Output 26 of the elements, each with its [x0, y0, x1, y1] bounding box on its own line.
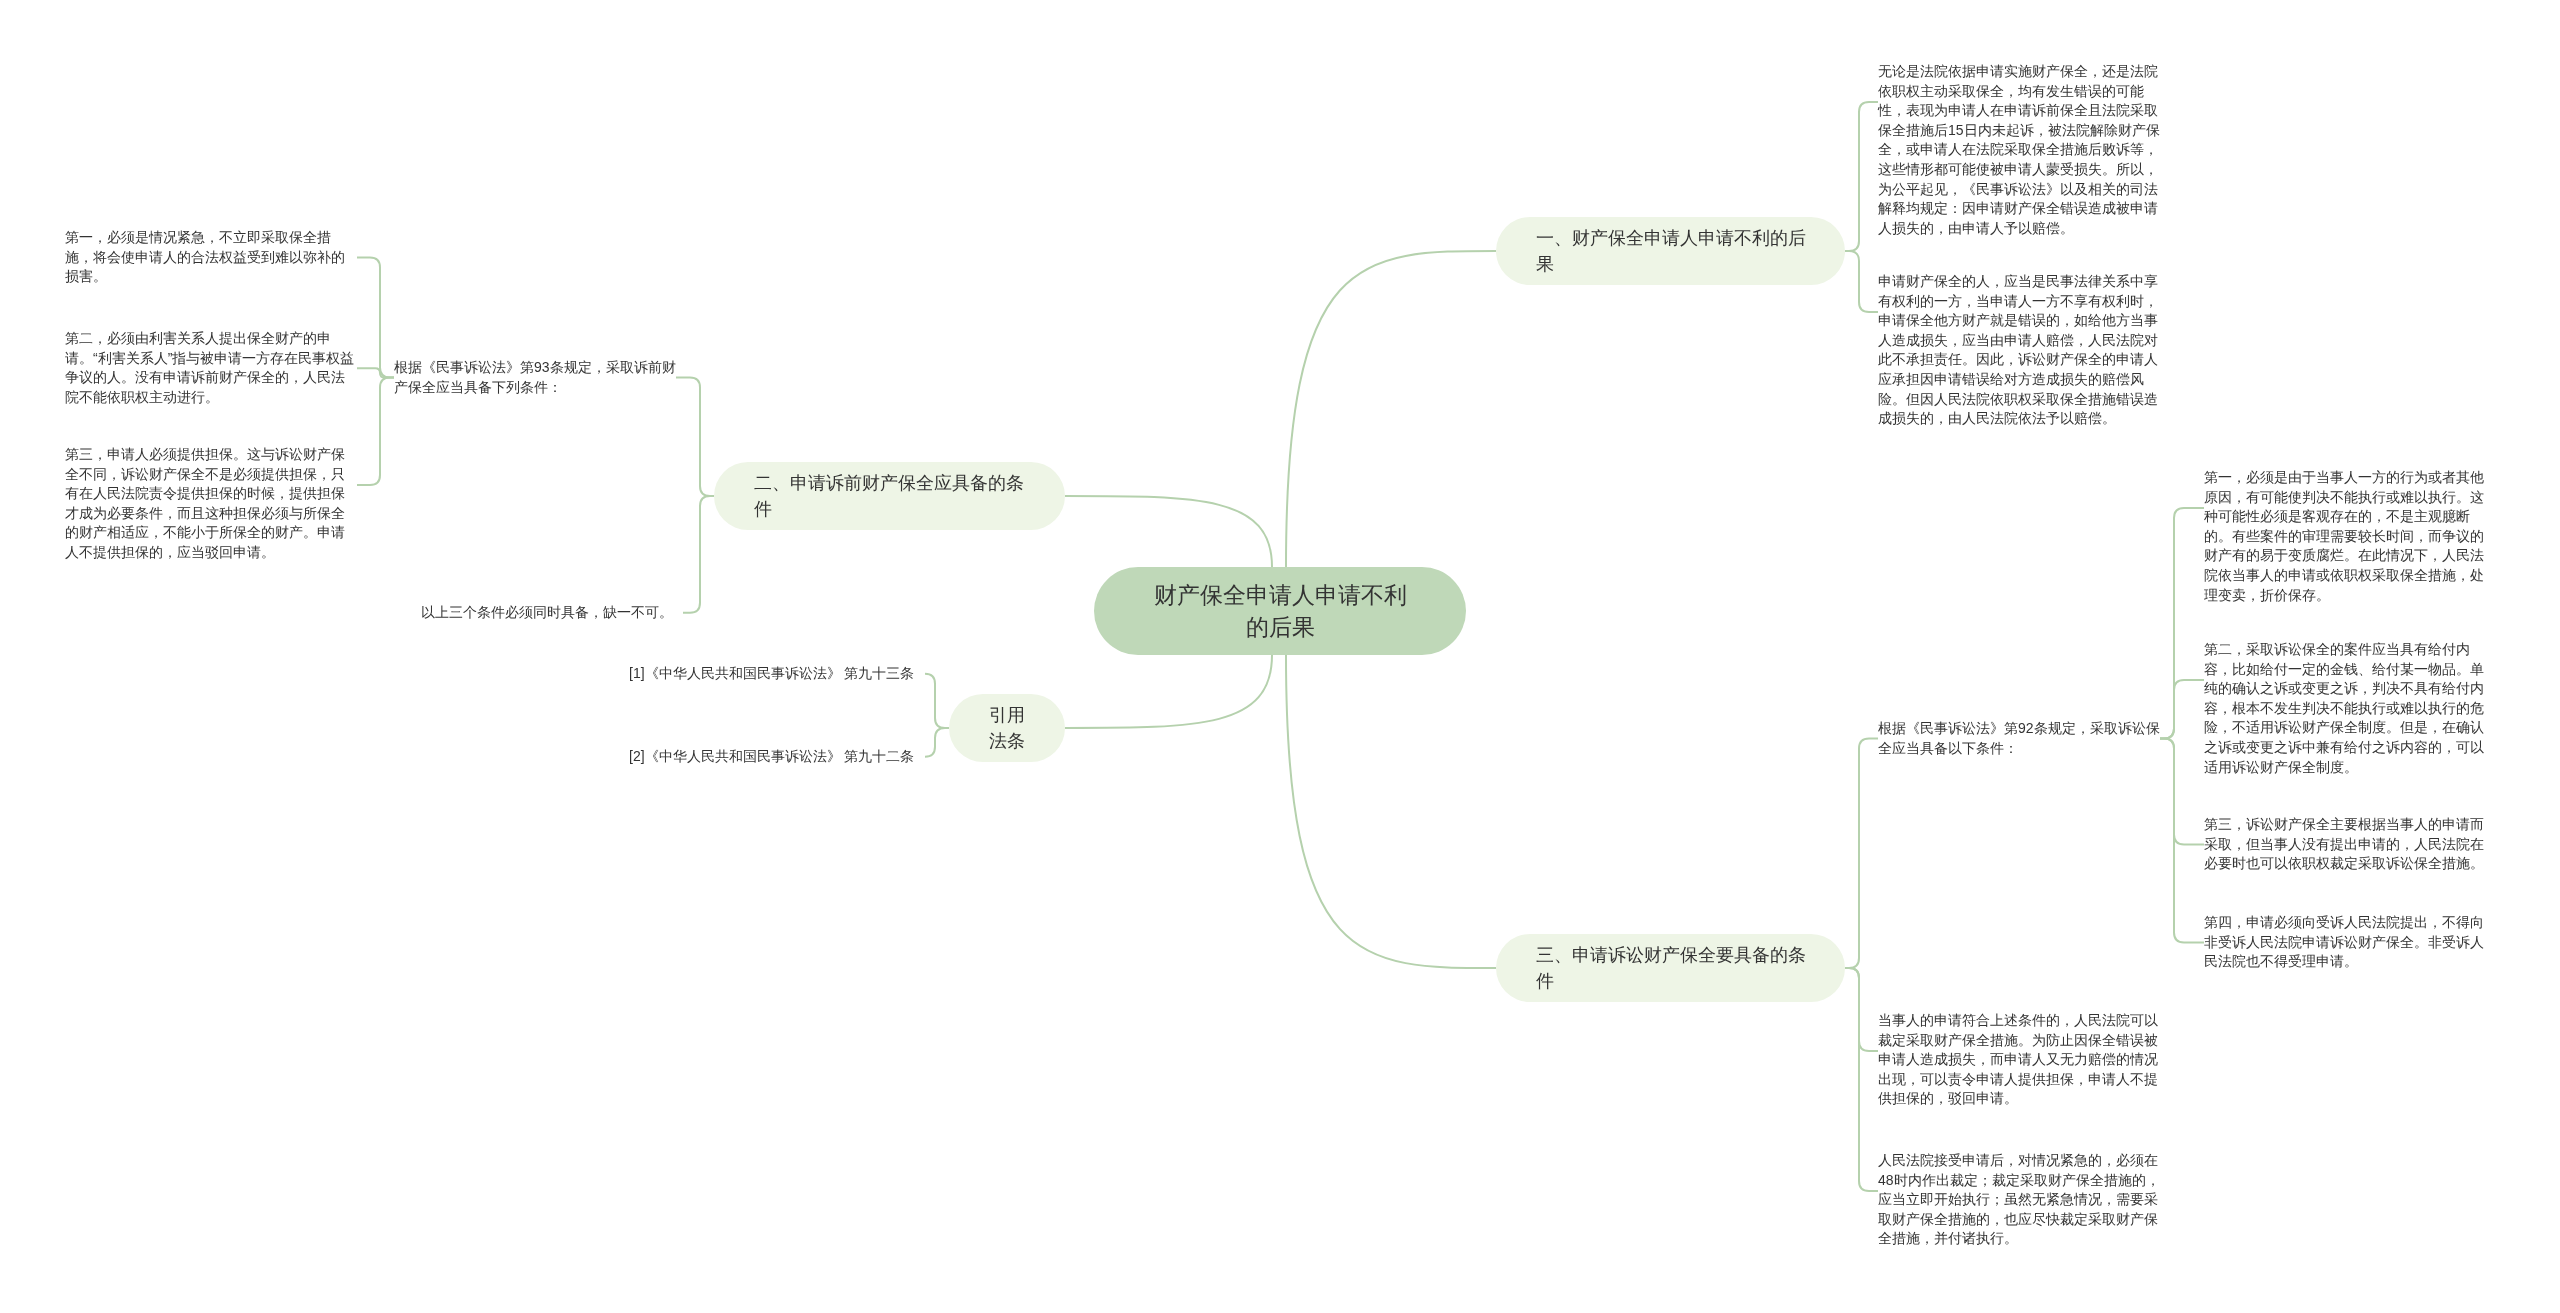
connector-line — [1285, 250, 1497, 568]
connector-line — [1064, 654, 1273, 729]
central-topic: 财产保全申请人申请不利的后果 — [1094, 567, 1466, 655]
note-text: [2]《中华人民共和国民事诉讼法》 第九十二条 — [629, 747, 925, 767]
topic-box: 二、申请诉前财产保全应具备的条件 — [714, 462, 1065, 530]
note-text: 第一，必须是由于当事人一方的行为或者其他原因，有可能使判决不能执行或难以执行。这种可能性必须是客观存在的，不是主观臆断的。有些案件的审理需要较长时间，而争议的财产有的易于变质腐烂。在此情况下，人民法院依当事人的申请或依职权采取保全措施，处理变卖，折价保存。 — [2204, 468, 2496, 606]
topic-box: 一、财产保全申请人申请不利的后果 — [1496, 217, 1845, 285]
note-text: 根据《民事诉讼法》第93条规定，采取诉前财产保全应当具备下列条件： — [394, 358, 676, 398]
note-text: 当事人的申请符合上述条件的，人民法院可以裁定采取财产保全措施。为防止因保全错误被申请人造成损失，而申请人又无力赔偿的情况出现，可以责令申请人提供担保，申请人不提供担保的，驳回申请。 — [1878, 1011, 2170, 1109]
connector-line — [1064, 495, 1273, 568]
note-text: 第一，必须是情况紧急，不立即采取保全措施，将会使申请人的合法权益受到难以弥补的损害。 — [65, 228, 357, 287]
note-text: 以上三个条件必须同时具备，缺一不可。 — [421, 603, 683, 623]
note-text: 人民法院接受申请后，对情况紧急的，必须在48时内作出裁定；裁定采取财产保全措施的，应当立即开始执行；虽然无紧急情况，需要采取财产保全措施的，也应尽快裁定采取财产保全措施，并付诸执行。 — [1878, 1151, 2170, 1249]
note-text: 申请财产保全的人，应当是民事法律关系中享有权利的一方，当申请人一方不享有权利时，申请保全他方财产就是错误的，如给他方当事人造成损失，应当由申请人赔偿，人民法院对此不承担责任。因此，诉讼财产保全的申请人应承担因申请错误给对方造成损失的赔偿风险。但因人民法院依职权采取保全措施错误造成损失的，由人民法院依法予以赔偿。 — [1878, 272, 2170, 429]
note-text: 第四，申请必须向受诉人民法院提出，不得向非受诉人民法院申请诉讼财产保全。非受诉人民法院也不得受理申请。 — [2204, 913, 2496, 972]
connector-line — [1285, 654, 1497, 969]
note-text: 第三，诉讼财产保全主要根据当事人的申请而采取，但当事人没有提出申请的，人民法院在必要时也可以依职权裁定采取诉讼保全措施。 — [2204, 815, 2496, 874]
topic-box: 引用法条 — [949, 694, 1065, 762]
note-text: [1]《中华人民共和国民事诉讼法》 第九十三条 — [629, 664, 925, 684]
note-text: 第二，采取诉讼保全的案件应当具有给付内容，比如给付一定的金钱、给付某一物品。单纯的确认之诉或变更之诉，判决不具有给付内容，根本不发生判决不能执行或难以执行的危险，不适用诉讼财产保全制度。但是，在确认之诉或变更之诉中兼有给付之诉内容的，可以适用诉讼财产保全制度。 — [2204, 640, 2496, 778]
note-text: 第三，申请人必须提供担保。这与诉讼财产保全不同，诉讼财产保全不是必须提供担保，只有在人民法院责令提供担保的时候，提供担保才成为必要条件，而且这种担保必须与所保全的财产相适应，不能小于所保全的财产。申请人不提供担保的，应当驳回申请。 — [65, 445, 357, 563]
note-text: 无论是法院依据申请实施财产保全，还是法院依职权主动采取保全，均有发生错误的可能性，表现为申请人在申请诉前保全且法院采取保全措施后15日内未起诉，被法院解除财产保全，或申请人在法院采取保全措施后败诉等，这些情形都可能使被申请人蒙受损失。所以，为公平起见，《民事诉讼法》以及相关的司法解释均规定：因申请财产保全错误造成被申请人损失的，由申请人予以赔偿。 — [1878, 62, 2170, 239]
connector-line — [924, 727, 950, 758]
topic-box: 三、申请诉讼财产保全要具备的条件 — [1496, 934, 1845, 1002]
note-text: 第二，必须由利害关系人提出保全财产的申请。“利害关系人”指与被申请一方存在民事权益争议的人。没有申请诉前财产保全的，人民法院不能依职权主动进行。 — [65, 329, 357, 408]
note-text: 根据《民事诉讼法》第92条规定，采取诉讼保全应当具备以下条件： — [1878, 719, 2160, 759]
